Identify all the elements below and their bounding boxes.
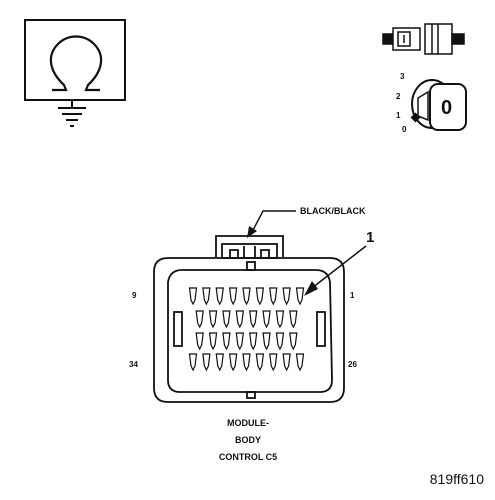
pin-cavity	[275, 310, 285, 329]
caption-line-2: BODY	[235, 435, 261, 445]
pin-cavity	[282, 287, 291, 306]
pin-cavity	[262, 310, 271, 329]
callout-leader	[311, 245, 367, 289]
pin-cavity	[269, 353, 278, 372]
pin-label-9: 9	[132, 291, 137, 300]
pin-cavity	[202, 353, 211, 372]
pin-cavity	[295, 287, 305, 306]
figure-id: 819ff610	[430, 471, 484, 487]
pin-cavity	[269, 287, 278, 306]
pin-cavity	[249, 310, 258, 329]
callout-number: 1	[366, 229, 374, 246]
pin-cavity	[215, 353, 224, 372]
pin-cavity	[222, 332, 231, 351]
pin-cavity	[208, 310, 218, 329]
pin-cavity	[188, 353, 198, 372]
pin-cavity	[195, 310, 204, 329]
wire-leader	[251, 210, 296, 233]
pin-cavity	[275, 332, 285, 351]
pin-cavity	[235, 332, 244, 351]
pin-cavity	[289, 310, 298, 329]
ignition-pos-3: 3	[400, 72, 405, 81]
ignition-switch-icon: 3 2 1 0 0	[396, 72, 467, 134]
pin-cavity	[215, 287, 224, 306]
wire-leader-arrow	[247, 226, 257, 238]
ignition-pos-1: 1	[396, 111, 401, 120]
pin-cavity	[228, 353, 238, 372]
pin-cavity	[228, 287, 238, 306]
pin-cavity	[188, 287, 198, 306]
pin-cavity	[255, 353, 265, 372]
pin-cavity	[222, 310, 231, 329]
pin-label-1: 1	[350, 291, 355, 300]
pin-cavity	[282, 353, 291, 372]
pin-cavity	[202, 287, 211, 306]
pin-grid	[188, 287, 305, 372]
connector-body	[153, 235, 345, 403]
caption-line-1: MODULE-	[227, 418, 269, 428]
ignition-pos-2: 2	[396, 92, 401, 101]
ignition-pos-0: 0	[402, 125, 407, 134]
connector-plug-icon	[382, 23, 465, 55]
caption-line-3: CONTROL C5	[219, 452, 277, 462]
pin-cavity	[235, 310, 244, 329]
pin-cavity	[195, 332, 204, 351]
pin-label-34: 34	[129, 360, 138, 369]
pin-cavity	[255, 287, 265, 306]
pin-cavity	[289, 332, 298, 351]
key-label: 0	[441, 97, 452, 119]
callout-arrow	[304, 281, 318, 296]
pin-cavity	[262, 332, 271, 351]
pin-cavity	[208, 332, 218, 351]
pin-cavity	[295, 353, 305, 372]
pin-cavity	[242, 353, 251, 372]
pin-cavity	[242, 287, 251, 306]
pin-label-26: 26	[348, 360, 357, 369]
omega-ground-icon	[24, 19, 126, 127]
wire-color-label: BLACK/BLACK	[300, 206, 366, 216]
pin-cavity	[249, 332, 258, 351]
